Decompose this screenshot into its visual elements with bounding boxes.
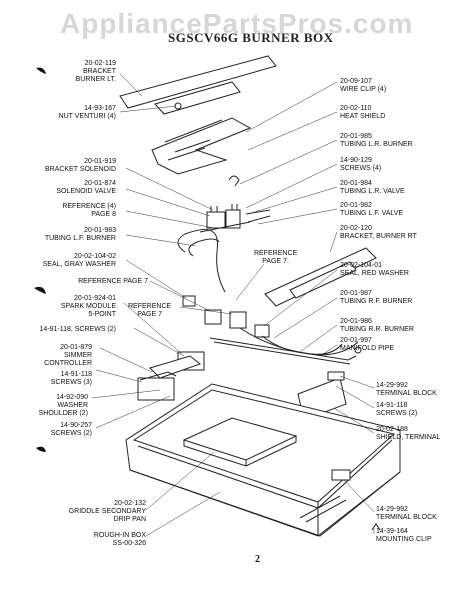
callout-tubing-lf-valve: 20-01-982 TUBING L.F. VALVE: [340, 202, 404, 217]
callout-bracket-burner-lt: 20-02-119 BRACKET BURNER LT.: [75, 60, 116, 83]
callout-screws-2-right: 14-91-118 SCREWS (2): [376, 402, 418, 417]
solenoid-valve-part: [206, 211, 226, 229]
tubing-lf-burner-part: [177, 228, 226, 293]
callout-reference-page7-a: REFERENCE PAGE 7: [78, 278, 148, 285]
callout-screws-2-left: 14-91-118, SCREWS (2): [39, 326, 116, 333]
callout-wire-clip: 20-09-107 WIRE CLIP (4): [340, 78, 387, 93]
callout-bracket-solenoid: 20-01-919 BRACKET SOLENOID: [44, 158, 116, 173]
callout-rough-in-box: ROUGH-IN BOX SS-00-326: [93, 532, 146, 547]
callout-screws-2-b: 14-90-257 SCREWS (2): [50, 422, 92, 437]
bracket-burner-left: [119, 55, 277, 109]
manifold-pipe-part: [209, 337, 357, 361]
callout-tubing-lf-burner: 20-01-983 TUBING L.F. BURNER: [44, 227, 116, 242]
callout-screws-3: 14-91-118 SCREWS (3): [50, 371, 92, 386]
callout-seal-gray-washer: 20-02-104-02 SEAL, GRAY WASHER: [42, 253, 116, 268]
seal-gray-washer-part: [182, 295, 196, 307]
callout-heat-shield: 20-02-110 HEAT SHIELD: [340, 105, 386, 120]
callout-screws-4: 14-90-129 SCREWS (4): [340, 157, 382, 172]
callout-reference-page7-b: REFERENCE PAGE 7: [128, 303, 172, 318]
callout-manifold-pipe: 20-01-997 MANIFOLD PIPE: [340, 337, 395, 352]
leader-lines: [91, 73, 375, 537]
callout-simmer-controller: 20-01-879 SIMMER CONTROLLER: [44, 344, 92, 367]
binding-marks: [34, 67, 46, 452]
callout-solenoid-valve: 20-01-874 SOLENOID VALVE: [56, 180, 116, 195]
wire-clip-part: [228, 175, 240, 187]
watermark: AppliancePartsPros.com: [60, 8, 414, 39]
heat-shield: [151, 117, 252, 175]
callout-tubing-rr-burner: 20-01-986 TUBING R.R. BURNER: [340, 318, 414, 333]
diagram-title: SGSCV66G BURNER BOX: [168, 30, 334, 45]
callout-washer-shoulder: 14-92-090 WASHER SHOULDER (2): [38, 394, 88, 417]
callout-griddle-drip-pan: 20-02-132 GRIDDLE SECONDARY DRIP PAN: [68, 500, 146, 523]
callout-tubing-rf-burner: 20-01-987 TUBING R.F. BURNER: [340, 290, 413, 305]
simmer-controller-part: [137, 377, 175, 401]
page-number: 2: [255, 554, 260, 565]
callout-reference-page7-c: REFERENCE PAGE 7.: [254, 250, 298, 265]
callout-tubing-lr-burner: 20-01-985 TUBING L.R. BURNER: [340, 133, 413, 148]
callout-shield-terminal: 20-02-188 SHIELD, TERMINAL: [376, 426, 441, 441]
callout-seal-red-washer: 20-02-104-01 SEAL, RED WASHER: [340, 262, 409, 277]
callout-terminal-block-bottom: 14-29-992 TERMINAL BLOCK: [376, 506, 437, 521]
terminal-block-top-part: [327, 371, 345, 381]
callout-spark-module: 20-01-924-01 SPARK MODULE 5-POINT: [60, 295, 116, 318]
callout-terminal-block-top: 14-29-992 TERMINAL BLOCK: [376, 382, 437, 397]
terminal-block-bottom-part: [331, 469, 351, 481]
callout-tubing-lr-valve: 20-01-984 TUBING L.R. VALVE: [340, 180, 405, 195]
mounting-clip-part: [371, 523, 381, 531]
callout-bracket-burner-rt: 20-02-120 BRACKET, BURNER RT: [340, 225, 417, 240]
seal-red-washer-part: [254, 324, 270, 338]
callout-mounting-clip: 14-39-164 MOUNTING CLIP: [376, 528, 432, 543]
callout-nut-venturi: 14-93-167 NUT VENTURI (4): [58, 105, 116, 120]
callout-reference-page8: REFERENCE (4) PAGE 8: [62, 203, 116, 218]
